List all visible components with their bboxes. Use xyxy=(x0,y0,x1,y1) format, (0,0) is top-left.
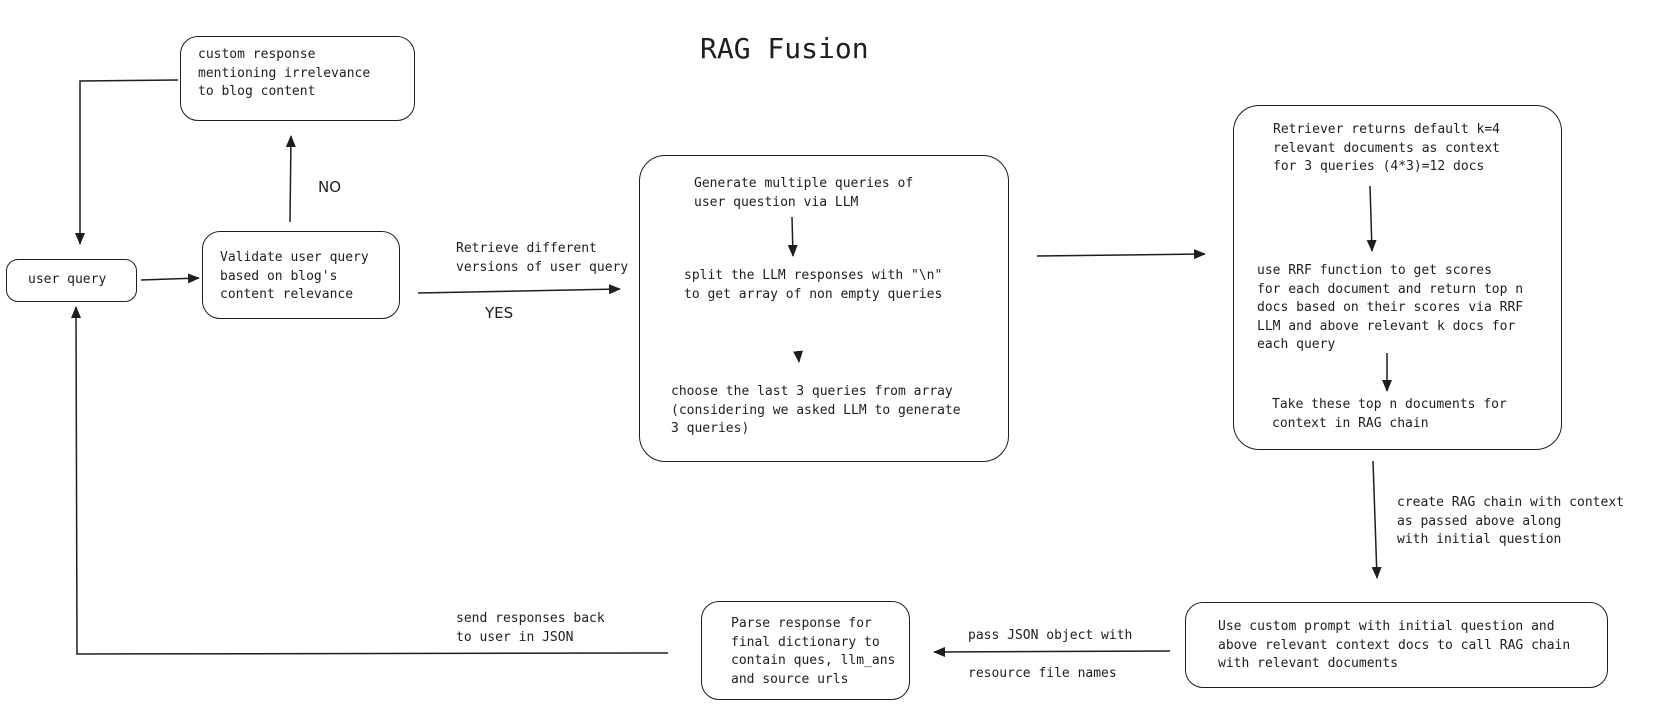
edge-label-create-rag-chain: create RAG chain with context as passed … xyxy=(1397,495,1624,547)
user-query-text: user query xyxy=(28,272,107,287)
edge-parse-to-user-query xyxy=(71,306,669,655)
take-top-n-text: Take these top n documents for context i… xyxy=(1272,397,1507,431)
edge-user-query-to-validate xyxy=(140,273,200,284)
edge-query-generation-to-retriever xyxy=(1036,249,1206,260)
edge-label-send-back: send responses back to user in JSON xyxy=(456,611,605,645)
edge-validate-to-custom-response xyxy=(285,135,296,223)
page-title: RAG Fusion xyxy=(700,32,869,65)
retriever-returns-text: Retriever returns default k=4 relevant d… xyxy=(1273,122,1500,174)
user-query-box xyxy=(6,259,137,302)
edge-label-yes: YES xyxy=(485,304,514,322)
edge-validate-to-query-generation xyxy=(417,284,621,295)
parse-response-text: Parse response for final dictionary to c… xyxy=(731,616,896,687)
rrf-function-text: use RRF function to get scores for each … xyxy=(1257,263,1524,352)
edge-label-no: NO xyxy=(318,178,342,196)
edge-label-retrieve-versions: Retrieve different versions of user quer… xyxy=(456,241,629,275)
custom-response-text: custom response mentioning irrelevance t… xyxy=(198,47,371,99)
validate-text: Validate user query based on blog's cont… xyxy=(220,250,369,302)
parse-response-box xyxy=(701,601,910,700)
edge-top-n-to-custom-prompt xyxy=(1371,460,1382,579)
choose-last-text: choose the last 3 queries from array (co… xyxy=(671,384,961,436)
edge-split-to-choose xyxy=(793,350,803,363)
split-responses-text: split the LLM responses with "\n" to get… xyxy=(684,268,943,302)
retriever-box xyxy=(1233,105,1562,450)
custom-response-box xyxy=(180,36,415,121)
validate-box xyxy=(202,231,400,319)
edge-generate-to-split xyxy=(787,216,798,257)
edge-custom-prompt-to-parse xyxy=(933,646,1171,657)
edge-label-pass-json: pass JSON object with xyxy=(968,628,1133,643)
edge-retriever-to-rrf xyxy=(1366,185,1377,252)
query-generation-box xyxy=(639,155,1009,462)
edge-label-resource-files: resource file names xyxy=(968,666,1117,681)
custom-prompt-text: Use custom prompt with initial question … xyxy=(1218,619,1571,671)
generate-queries-text: Generate multiple queries of user questi… xyxy=(694,176,914,210)
custom-prompt-box xyxy=(1185,602,1608,688)
edge-custom-response-to-user-query xyxy=(75,79,179,245)
